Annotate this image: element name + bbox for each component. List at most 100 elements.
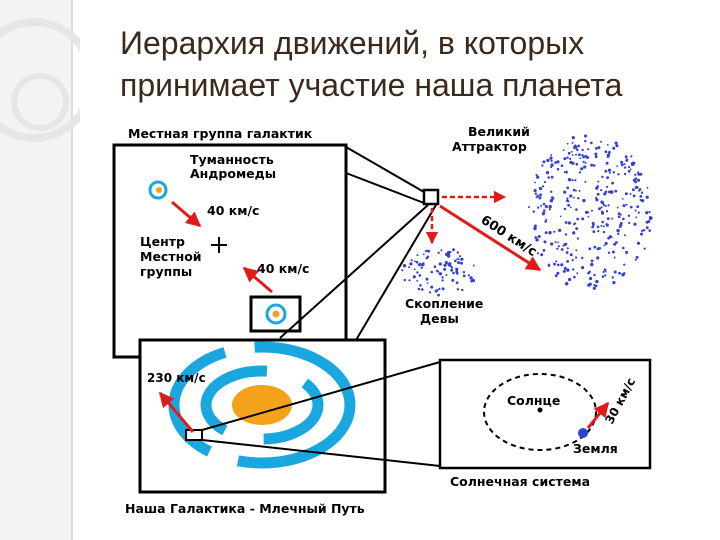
sun-position-marker [185, 429, 203, 441]
deco-circle-small [11, 73, 69, 131]
attractor-star-dot [592, 286, 596, 290]
attractor-star-dot [571, 141, 574, 144]
attractor-star-dot [607, 190, 611, 194]
attractor-star-dot [614, 189, 618, 193]
attractor-star-dot [560, 248, 564, 251]
virgo-star-dot [470, 279, 474, 283]
attractor-star-dot [534, 192, 537, 195]
virgo-star-dot [461, 288, 464, 292]
attractor-star-dot [584, 180, 587, 183]
slide-title-line1: Иерархия движений, в которых [120, 25, 585, 61]
attractor-star-dot [648, 210, 651, 214]
attractor-star-dot [576, 217, 580, 221]
attractor-star-dot [606, 185, 609, 188]
attractor-star-dot [557, 263, 560, 267]
virgo-star-dot [437, 293, 440, 297]
attractor-star-dot [598, 207, 601, 211]
virgo-star-dot [454, 259, 457, 263]
attractor-star-dot [596, 256, 600, 260]
slide-title-line2: принимает участие наша планета [120, 67, 623, 103]
attractor-star-dot [641, 229, 644, 232]
virgo-star-dot [402, 264, 407, 268]
andromeda-velocity-arrow [171, 200, 202, 228]
virgo-star-dot [408, 279, 411, 282]
virgo-star-dot [430, 270, 434, 274]
attractor-star-dot [560, 263, 564, 267]
attractor-star-dot [548, 208, 551, 211]
virgo-star-dot [467, 274, 470, 277]
attractor-star-dot [608, 171, 611, 174]
virgo-star-dot [449, 264, 452, 268]
attractor-star-dot [606, 217, 610, 221]
attractor-star-dot [550, 242, 554, 246]
attractor-star-dot [623, 166, 627, 169]
attractor-star-dot [593, 164, 596, 167]
attractor-star-dot [617, 232, 620, 236]
attractor-star-dot [562, 245, 565, 247]
attractor-star-dot [582, 160, 585, 163]
attractor-star-dot [621, 273, 625, 277]
attractor-star-dot [540, 204, 543, 207]
attractor-star-dot [577, 197, 580, 200]
attractor-star-dot [562, 269, 566, 273]
attractor-star-dot [645, 195, 649, 199]
attractor-star-dot [581, 154, 584, 157]
attractor-star-dot [604, 274, 607, 277]
attractor-star-dot [553, 230, 556, 233]
attractor-star-dot [601, 220, 604, 224]
attractor-star-dot [549, 156, 553, 160]
local-group-marker-box [422, 188, 440, 206]
attractor-star-dot [575, 249, 578, 252]
attractor-star-dot [634, 177, 638, 181]
center-label-line1: Центр [140, 234, 185, 249]
attractor-star-dot [528, 206, 530, 209]
attractor-star-dot [575, 162, 579, 166]
attractor-star-dot [569, 206, 572, 209]
attractor-star-dot [620, 160, 624, 164]
attractor-star-dot [606, 176, 609, 180]
attractor-star-dot [559, 215, 562, 218]
virgo-star-dot [460, 261, 463, 265]
zoom-line-6 [201, 439, 441, 467]
virgo-star-dot [428, 291, 432, 294]
zoom-line-3 [279, 204, 429, 339]
attractor-star-dot [544, 220, 547, 223]
virgo-star-dot [460, 257, 464, 261]
attractor-star-dot [545, 205, 548, 209]
zoom-line-1 [345, 146, 425, 193]
attractor-star-dot [567, 151, 571, 155]
attractor-star-dot [555, 260, 558, 263]
attractor-star-dot [566, 156, 569, 159]
attractor-star-dot [595, 147, 598, 150]
attractor-star-dot [550, 159, 553, 162]
attractor-star-dot [639, 172, 643, 176]
virgo-label-line2: Девы [420, 311, 459, 326]
attractor-star-dot [587, 215, 590, 218]
attractor-star-dot [558, 228, 562, 232]
attractor-star-dot [573, 275, 576, 279]
sun-galactic-speed: 230 км/с [147, 371, 206, 385]
solar-system-box [438, 358, 652, 470]
attractor-star-dot [620, 163, 624, 167]
virgo-star-dot [457, 261, 460, 265]
attractor-star-dot [535, 238, 539, 242]
attractor-star-dot [565, 170, 568, 174]
attractor-star-dot [590, 259, 594, 263]
attractor-star-dot [624, 192, 628, 196]
attractor-star-dot [550, 175, 554, 179]
attractor-star-dot [543, 209, 546, 212]
attractor-star-dot [542, 249, 546, 252]
attractor-star-dot [627, 214, 631, 217]
attractor-star-dot [601, 275, 605, 278]
earth-velocity-arrow [586, 401, 610, 429]
attractor-star-dot [536, 175, 540, 179]
attractor-star-dot [618, 271, 621, 275]
attractor-star-dot [548, 231, 552, 235]
virgo-star-dot [425, 277, 428, 280]
attractor-star-dot [541, 212, 545, 216]
attractor-star-dot [568, 277, 572, 282]
attractor-star-dot [577, 144, 580, 148]
attractor-star-dot [563, 266, 567, 270]
attractor-star-dot [578, 153, 581, 157]
attractor-star-dot [617, 173, 620, 176]
